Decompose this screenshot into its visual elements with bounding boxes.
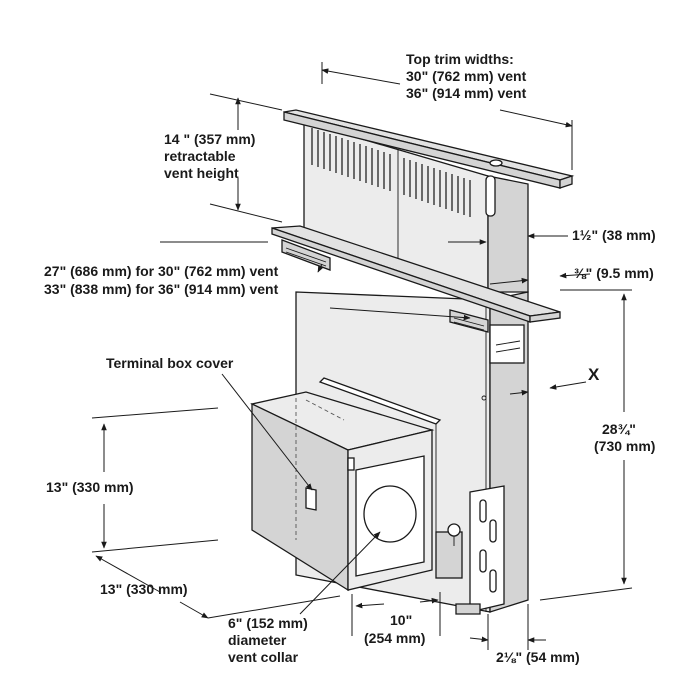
label-collar-b: diameter (228, 632, 287, 648)
label-depth-13: 13" (330 mm) (100, 581, 188, 597)
mounting-bracket-right (449, 309, 489, 333)
blower-box (250, 377, 442, 592)
label-width-10-a: 10" (390, 612, 412, 628)
label-collar-c: vent collar (228, 649, 299, 665)
label-top-trim-30: 30" (762 mm) vent (406, 68, 527, 84)
label-height-14-b: retractable (164, 148, 236, 164)
label-height-13: 13" (330 mm) (46, 479, 134, 495)
label-width-27: 27" (686 mm) for 30" (762 mm) vent (44, 263, 279, 279)
label-height-28-a: 28¾" (602, 421, 636, 437)
bottom-bracket (455, 485, 505, 615)
label-width-33: 33" (838 mm) for 36" (914 mm) vent (44, 281, 279, 297)
label-top-trim-title: Top trim widths: (406, 51, 514, 67)
vent-grill (311, 128, 471, 217)
mounting-bracket-left (281, 239, 331, 271)
label-width-10-b: (254 mm) (364, 630, 425, 646)
label-height-14-a: 14 " (357 mm) (164, 131, 255, 147)
vent-collar (363, 485, 417, 543)
label-collar-a: 6" (152 mm) (228, 615, 308, 631)
mounting-trim (271, 225, 561, 333)
junction-box (435, 523, 463, 579)
label-x: X (588, 365, 600, 384)
label-top-trim-36: 36" (914 mm) vent (406, 85, 527, 101)
label-height-14-c: vent height (164, 165, 239, 181)
label-depth-9-5: ⅜" (9.5 mm) (574, 265, 654, 281)
label-terminal-box: Terminal box cover (106, 355, 234, 371)
top-trim (283, 109, 575, 189)
label-depth-38: 1½" (38 mm) (572, 227, 656, 243)
dimension-lines (91, 62, 633, 650)
label-height-28-b: (730 mm) (594, 438, 655, 454)
label-depth-54: 2⅛" (54 mm) (496, 649, 580, 665)
dimension-labels: Top trim widths: 30" (762 mm) vent 36" (… (44, 51, 656, 665)
